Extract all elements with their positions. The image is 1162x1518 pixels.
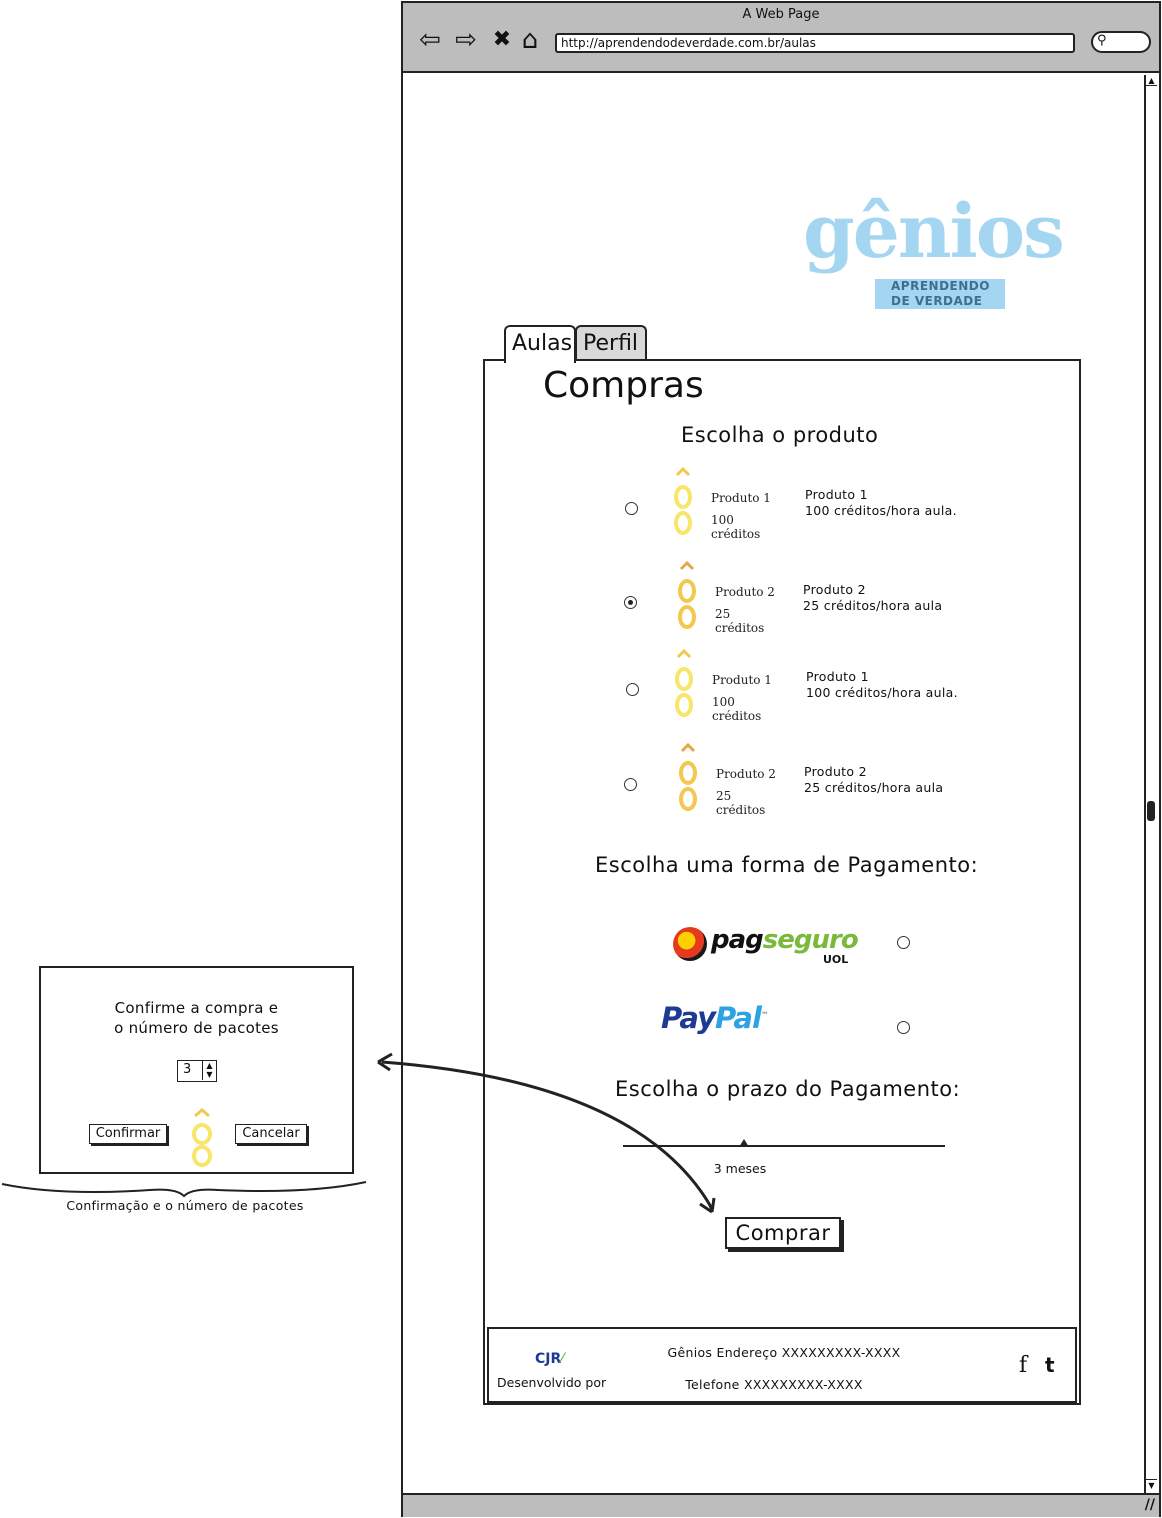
resize-grip-icon[interactable]: // xyxy=(1144,1497,1155,1513)
product-image-name: Produto 1 xyxy=(711,491,771,505)
footer-address: Gênios Endereço XXXXXXXXX-XXXX xyxy=(667,1345,901,1360)
confirm-button[interactable]: Confirmar xyxy=(89,1124,167,1144)
forward-arrow-icon[interactable]: ⇨ xyxy=(455,25,477,55)
logo-tagline-line2: DE VERDADE xyxy=(891,294,983,308)
purchase-panel: Compras Escolha o produto Produto 1 100 … xyxy=(483,359,1081,1405)
dialog-message-line1: Confirme a compra e xyxy=(114,999,279,1017)
pagseguro-wordmark: pagseguro xyxy=(711,925,859,955)
confirm-dialog: Confirme a compra e o número de pacotes … xyxy=(39,966,354,1174)
facebook-icon[interactable]: f xyxy=(1019,1353,1028,1378)
window-title: A Web Page xyxy=(742,7,820,22)
annotation-brace xyxy=(1,1181,367,1198)
footer-phone: Telefone XXXXXXXXX-XXXX xyxy=(685,1377,863,1392)
cjr-logo: CJR⁄ xyxy=(535,1351,564,1367)
term-slider-thumb[interactable] xyxy=(739,1139,749,1147)
search-icon: ⚲ xyxy=(1097,33,1107,48)
url-bar[interactable]: http://aprendendodeverdade.com.br/aulas xyxy=(555,33,1075,53)
scroll-up-arrow-icon[interactable]: ▲ xyxy=(1146,75,1157,86)
cancel-button[interactable]: Cancelar xyxy=(235,1124,307,1144)
product-desc-detail: 100 créditos/hora aula. xyxy=(806,685,958,700)
coin-token-icon xyxy=(192,1108,212,1167)
product-desc-title: Produto 2 xyxy=(804,764,867,779)
cjr-logo-text: CJR xyxy=(535,1351,562,1367)
quantity-value: 3 xyxy=(183,1062,192,1077)
back-arrow-icon[interactable]: ⇦ xyxy=(419,25,441,55)
logo-tagline-line1: APRENDENDO xyxy=(891,279,990,293)
product-image-credits: 25 créditos xyxy=(716,789,766,817)
paypal-trademark: ™ xyxy=(760,1010,769,1020)
product-description-3: Produto 1 100 créditos/hora aula. xyxy=(806,669,958,701)
payment-radio-paypal[interactable] xyxy=(897,1021,910,1034)
quantity-stepper[interactable]: 3 ▲▼ xyxy=(177,1060,217,1082)
browser-window: A Web Page ⇦ ⇨ ✖ ⌂ http://aprendendodeve… xyxy=(401,1,1161,1517)
scroll-thumb[interactable] xyxy=(1147,801,1155,821)
buy-button[interactable]: Comprar xyxy=(725,1217,841,1249)
genios-logo: gênios APRENDENDO DE VERDADE xyxy=(803,189,1065,313)
dialog-caption: Confirmação e o número de pacotes xyxy=(66,1198,304,1213)
product-desc-title: Produto 2 xyxy=(803,582,866,597)
term-slider-track[interactable] xyxy=(623,1145,945,1147)
stepper-arrows-icon[interactable]: ▲▼ xyxy=(202,1061,216,1080)
dialog-message: Confirme a compra e o número de pacotes xyxy=(41,998,352,1038)
product-description-4: Produto 2 25 créditos/hora aula xyxy=(804,764,943,796)
pagseguro-word-seguro: seguro xyxy=(762,925,859,955)
logo-wordmark: gênios xyxy=(803,189,1065,275)
product-image-name: Produto 2 xyxy=(716,767,776,781)
product-desc-detail: 25 créditos/hora aula xyxy=(803,598,943,613)
payment-section-title: Escolha uma forma de Pagamento: xyxy=(595,853,979,877)
product-desc-title: Produto 1 xyxy=(806,669,869,684)
pagseguro-word-pag: pag xyxy=(711,925,764,955)
coin-token-icon xyxy=(675,648,693,717)
coin-token-icon xyxy=(674,466,692,535)
product-radio-4[interactable] xyxy=(624,778,637,791)
home-icon[interactable]: ⌂ xyxy=(521,25,539,55)
product-image-credits: 100 créditos xyxy=(712,695,762,723)
logo-tagline: APRENDENDO DE VERDADE xyxy=(875,279,1005,309)
product-radio-2[interactable] xyxy=(624,596,637,609)
product-desc-detail: 100 créditos/hora aula. xyxy=(805,503,957,518)
product-description-1: Produto 1 100 créditos/hora aula. xyxy=(805,487,957,519)
pagseguro-emblem-icon xyxy=(673,927,707,961)
developed-by-text: Desenvolvido por xyxy=(497,1375,607,1390)
paypal-logo[interactable]: PayPal™ xyxy=(661,1001,769,1035)
product-radio-1[interactable] xyxy=(625,502,638,515)
product-radio-3[interactable] xyxy=(626,683,639,696)
stop-icon[interactable]: ✖ xyxy=(492,27,512,52)
product-image-2: Produto 2 25 créditos xyxy=(659,559,779,645)
product-image-3: Produto 1 100 créditos xyxy=(656,647,776,733)
dialog-message-line2: o número de pacotes xyxy=(114,1019,279,1037)
payment-radio-pagseguro[interactable] xyxy=(897,936,910,949)
vertical-scrollbar[interactable]: ▲ ▼ xyxy=(1144,75,1157,1493)
product-description-2: Produto 2 25 créditos/hora aula xyxy=(803,582,942,614)
page-title: Compras xyxy=(543,365,704,406)
product-section-title: Escolha o produto xyxy=(681,423,879,447)
status-bar: // xyxy=(403,1493,1159,1517)
coin-token-icon xyxy=(678,560,696,629)
search-box[interactable]: ⚲ xyxy=(1091,31,1151,53)
product-image-name: Produto 1 xyxy=(712,673,772,687)
coin-token-icon xyxy=(679,742,697,811)
product-image-credits: 25 créditos xyxy=(715,607,765,635)
product-desc-title: Produto 1 xyxy=(805,487,868,502)
product-image-credits: 100 créditos xyxy=(711,513,761,541)
tab-aulas[interactable]: Aulas xyxy=(504,325,576,363)
twitter-icon[interactable]: t xyxy=(1045,1353,1055,1377)
product-image-4: Produto 2 25 créditos xyxy=(660,741,780,827)
paypal-word-pay: Pay xyxy=(661,1001,716,1035)
tab-perfil[interactable]: Perfil xyxy=(575,325,647,361)
product-image-1: Produto 1 100 créditos xyxy=(655,465,775,551)
page-footer: CJR⁄ Desenvolvido por Gênios Endereço XX… xyxy=(487,1327,1077,1403)
pagseguro-uol: UOL xyxy=(823,953,849,966)
cjr-logo-mark: ⁄ xyxy=(561,1351,564,1367)
term-slider-value: 3 meses xyxy=(713,1161,767,1176)
product-desc-detail: 25 créditos/hora aula xyxy=(804,780,944,795)
scroll-down-arrow-icon[interactable]: ▼ xyxy=(1146,1479,1157,1490)
browser-toolbar: A Web Page ⇦ ⇨ ✖ ⌂ http://aprendendodeve… xyxy=(403,3,1159,73)
paypal-word-pal: Pal xyxy=(714,1001,762,1035)
product-image-name: Produto 2 xyxy=(715,585,775,599)
pagseguro-logo[interactable]: pagseguro UOL xyxy=(671,925,861,971)
term-section-title: Escolha o prazo do Pagamento: xyxy=(615,1077,961,1101)
